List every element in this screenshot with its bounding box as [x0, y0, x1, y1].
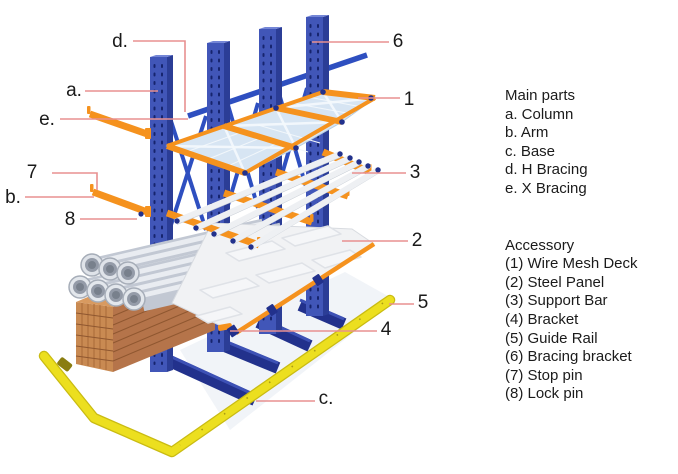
callout-label-4: 4	[381, 319, 392, 340]
support-bars	[174, 151, 381, 251]
legend: Main parts a. Column b. Arm c. Base d. H…	[505, 87, 638, 404]
guide-rail-group	[38, 294, 396, 458]
legend-item-wire-mesh-deck: (1) Wire Mesh Deck	[505, 255, 638, 273]
support-bar	[193, 155, 353, 231]
callout-label-1: 1	[404, 89, 415, 110]
base-beam	[160, 352, 258, 406]
legend-item-base: c. Base	[505, 142, 556, 160]
leader-d	[133, 40, 186, 112]
legend-item-support-bar: (3) Support Bar	[505, 292, 608, 310]
left-arms-group	[87, 106, 152, 217]
callout-label-7: 7	[27, 162, 38, 183]
leader-7	[52, 172, 98, 190]
callout-label-2: 2	[412, 230, 423, 251]
deck-frame-near	[166, 90, 324, 148]
bracket	[266, 304, 278, 316]
stop-pin	[87, 106, 91, 114]
guide-rail	[40, 296, 394, 456]
callout-label-6: 6	[393, 31, 404, 52]
support-bar-level	[165, 148, 381, 251]
callout-label-3: 3	[410, 162, 421, 183]
legend-item-lock-pin: (8) Lock pin	[505, 385, 584, 403]
legend-item-h-bracing: d. H Bracing	[505, 161, 588, 179]
callout-label-b: b.	[5, 187, 21, 208]
lock-pin	[138, 211, 144, 217]
callout-label-d: d.	[112, 31, 128, 52]
support-bar	[174, 151, 343, 224]
deck-frame-far	[244, 96, 376, 175]
lumber-grain-lines	[75, 303, 114, 370]
wire-mesh-deck-level	[165, 89, 377, 176]
support-bar	[230, 163, 371, 244]
steel-panel-group	[171, 222, 376, 338]
panel-front-trim	[234, 242, 376, 335]
cantilever-arm	[166, 143, 246, 176]
legend-item-steel-panel: (2) Steel Panel	[505, 273, 605, 291]
legend-item-stop-pin: (7) Stop pin	[505, 366, 583, 384]
stop-pin	[310, 214, 314, 222]
legend-item-column: a. Column	[505, 105, 574, 123]
legend-item-x-bracing: e. X Bracing	[505, 179, 587, 197]
callout-label-8: 8	[65, 209, 76, 230]
legend-main-parts-title: Main parts	[505, 87, 576, 104]
legend-item-guide-rail: (5) Guide Rail	[505, 329, 598, 347]
callout-label-5: 5	[418, 292, 429, 313]
cantilever-arm	[275, 105, 343, 125]
cantilever-arm	[223, 123, 297, 151]
legend-item-arm: b. Arm	[505, 124, 549, 142]
legend-item-bracket: (4) Bracket	[505, 310, 579, 328]
panel-emboss-pattern	[195, 225, 362, 324]
cantilever-arm	[91, 188, 152, 217]
support-bar	[248, 167, 381, 250]
callout-label-e: e.	[39, 109, 55, 130]
rail-anchor-clamp	[57, 357, 73, 372]
stop-pin	[90, 184, 94, 192]
legend-accessory-title: Accessory	[505, 236, 575, 254]
support-bar	[211, 159, 362, 237]
mesh-x-pattern	[166, 91, 376, 174]
cantilever-arm	[322, 89, 376, 101]
callout-label-c: c.	[319, 388, 334, 409]
pipe-ends	[68, 253, 146, 311]
bracket	[312, 274, 324, 286]
cantilever-arm	[88, 110, 152, 139]
callouts-group: d. 6 a. 1 e. 3 7 b. 8 2 5 4 c.	[5, 31, 428, 409]
legend-item-bracing-bracket: (6) Bracing bracket	[505, 348, 632, 366]
callout-label-a: a.	[66, 80, 82, 101]
